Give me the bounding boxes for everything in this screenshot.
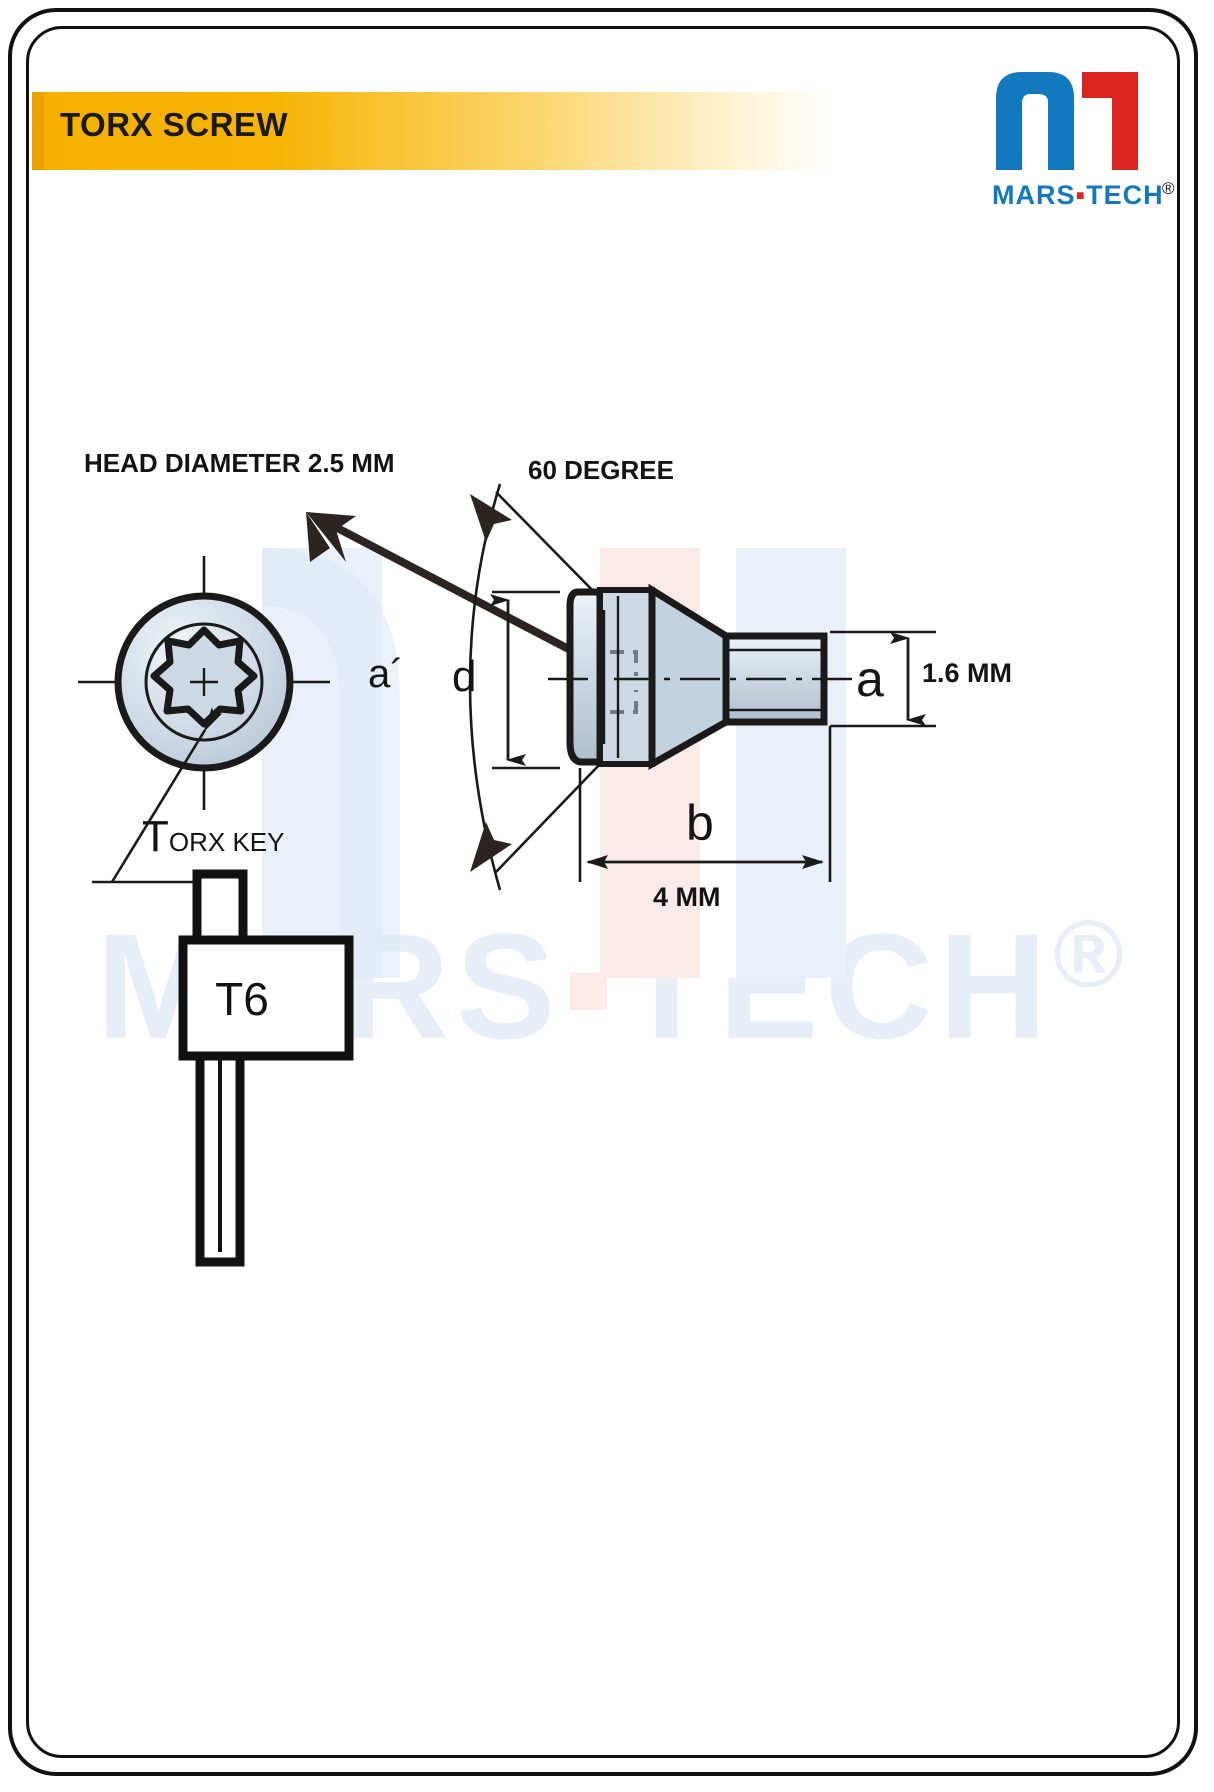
logo-m-glyph <box>996 72 1074 170</box>
dimension-a <box>830 630 936 728</box>
dim-a-value-label: 1.6 MM <box>922 658 1013 688</box>
company-logo: MARS▪TECH ® <box>986 58 1186 208</box>
logo-wordmark: MARS▪TECH <box>992 180 1164 208</box>
head-diameter-label: HEAD DIAMETER 2.5 MM <box>84 448 395 478</box>
dimension-d <box>490 590 560 770</box>
dimension-b <box>578 726 832 882</box>
head-flat-face <box>566 588 604 766</box>
screw-head-top-view <box>78 556 330 810</box>
watermark-block <box>700 548 736 978</box>
angle-leader-lower <box>495 761 603 873</box>
head-diameter-arrowhead <box>306 512 356 562</box>
watermark-shape <box>262 548 400 978</box>
dim-d-label: d <box>452 652 477 701</box>
angle-arrowhead-lower <box>470 822 512 872</box>
dim-b-label: b <box>686 795 714 851</box>
torx-key-initial: T <box>142 812 169 861</box>
page-title: TORX SCREW <box>60 106 289 143</box>
dim-a-label: a <box>856 651 884 707</box>
title-bar <box>32 92 832 170</box>
page-border-inner <box>26 26 1180 1758</box>
logo-registered-icon: ® <box>1162 179 1175 198</box>
head-diameter-leader <box>306 512 582 659</box>
title-bar-accent <box>32 92 44 170</box>
torx-key-tool <box>178 869 354 1267</box>
page-border-outer <box>8 8 1198 1776</box>
torx-key-body <box>178 935 354 1061</box>
torx-key-rest: ORX KEY <box>168 827 285 857</box>
logo-t-glyph <box>1082 72 1138 170</box>
watermark-block <box>736 548 846 978</box>
dim-a-prime-label: a´ <box>368 652 404 696</box>
torx-key-label: TORX KEY <box>142 812 284 862</box>
angle-arrowhead-upper <box>470 494 512 542</box>
angle-dimension-60 <box>468 483 603 891</box>
torx-key-size-label: T6 <box>215 973 269 1025</box>
dim-b-value-label: 4 MM <box>653 882 721 912</box>
head-body <box>597 587 655 767</box>
angle-label: 60 DEGREE <box>528 455 674 485</box>
torx-key-leader <box>92 707 223 884</box>
head-inner-circle <box>144 622 264 742</box>
angle-leader-upper <box>495 491 603 601</box>
watermark-registered-icon: ® <box>1053 901 1130 1008</box>
screw-side-view <box>548 583 858 771</box>
